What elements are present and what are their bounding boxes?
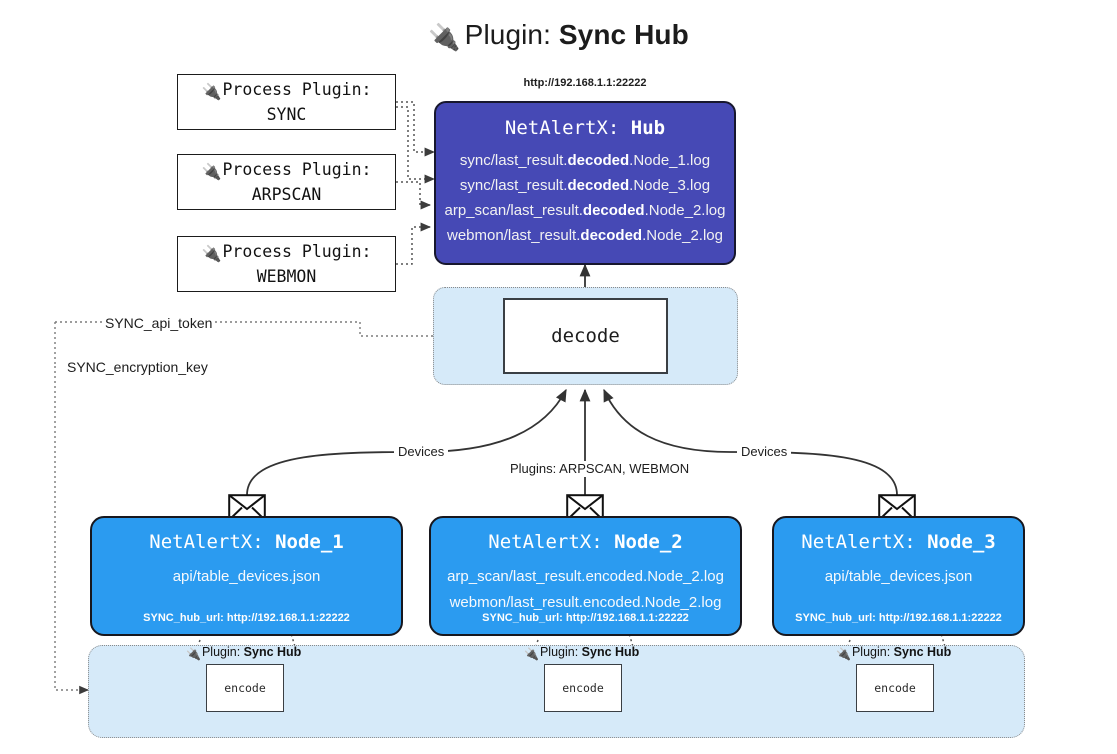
encode-caption-3: 🔌Plugin: Sync Hub [836,645,952,661]
sync-api-token-label: SYNC_api_token [102,315,216,332]
node-1-title-name: Node_1 [275,531,344,553]
hub-line: sync/last_result.decoded.Node_1.log [459,152,711,169]
plug-icon: 🔌 [428,22,461,52]
plug-icon: 🔌 [201,244,222,263]
plug-icon: 🔌 [186,647,201,661]
encode-label: encode [562,681,604,695]
decode-label: decode [551,325,620,347]
encode-box-3[interactable]: encode [856,664,934,712]
node-1-hub-url: SYNC_hub_url: http://192.168.1.1:22222 [143,612,350,624]
hub-node[interactable]: NetAlertX: Hub sync/last_result.decoded.… [434,101,736,265]
encode-label: encode [874,681,916,695]
node-2-hub-url: SYNC_hub_url: http://192.168.1.1:22222 [482,612,689,624]
node-3-title-name: Node_3 [927,531,996,553]
node-1-line-list: api/table_devices.json [92,564,401,590]
edge-label-plugins-center: Plugins: ARPSCAN, WEBMON [506,461,694,477]
process-plugin-arpscan-name: ARPSCAN [251,185,322,204]
process-plugin-arpscan[interactable]: 🔌Process Plugin: ARPSCAN [177,154,396,210]
encode-caption-1: 🔌Plugin: Sync Hub [186,645,302,661]
process-plugin-webmon-label: Process Plugin: [222,242,372,261]
page-title: 🔌Plugin: Sync Hub [0,18,1117,54]
process-plugin-sync-name: SYNC [266,105,307,124]
sync-encryption-key-label: SYNC_encryption_key [64,359,211,376]
process-plugin-arpscan-line1: 🔌Process Plugin: [202,158,372,183]
node-3-line-list: api/table_devices.json [774,564,1023,590]
node-1-title: NetAlertX: Node_1 [149,531,344,553]
process-plugin-arpscan-label: Process Plugin: [222,160,372,179]
node-line: arp_scan/last_result.encoded.Node_2.log [447,568,724,585]
node-3-hub-url: SYNC_hub_url: http://192.168.1.1:22222 [795,612,1002,624]
node-2-line-list: arp_scan/last_result.encoded.Node_2.log … [431,564,740,616]
decode-box[interactable]: decode [503,298,668,374]
encode-label: encode [224,681,266,695]
process-plugin-sync[interactable]: 🔌Process Plugin: SYNC [177,74,396,130]
node-3-title: NetAlertX: Node_3 [801,531,996,553]
node-2-title-name: Node_2 [614,531,683,553]
node-line: api/table_devices.json [172,568,321,585]
hub-line: sync/last_result.decoded.Node_3.log [459,177,711,194]
hub-title-prefix: NetAlertX: [504,117,631,139]
process-plugin-sync-label: Process Plugin: [222,80,372,99]
plug-icon: 🔌 [201,82,222,101]
page-title-lead: Plugin: [464,19,559,50]
encode-caption-2: 🔌Plugin: Sync Hub [524,645,640,661]
hub-title-name: Hub [630,117,666,139]
page-title-name: Sync Hub [558,19,689,50]
hub-title: NetAlertX: Hub [436,116,734,140]
encode-box-2[interactable]: encode [544,664,622,712]
process-plugin-webmon-line1: 🔌Process Plugin: [202,240,372,265]
node-card-node-1[interactable]: NetAlertX: Node_1 api/table_devices.json… [90,516,403,636]
node-card-node-2[interactable]: NetAlertX: Node_2 arp_scan/last_result.e… [429,516,742,636]
node-2-title: NetAlertX: Node_2 [488,531,683,553]
hub-line: arp_scan/last_result.decoded.Node_2.log [444,202,726,219]
edge-label-devices-left: Devices [394,444,449,460]
node-line: api/table_devices.json [824,568,973,585]
hub-line: webmon/last_result.decoded.Node_2.log [447,227,723,244]
process-plugin-webmon-name: WEBMON [256,267,317,286]
process-plugin-sync-line1: 🔌Process Plugin: [202,78,372,103]
hub-url-label: http://192.168.1.1:22222 [523,77,647,89]
plug-icon: 🔌 [836,647,851,661]
edge-label-devices-right: Devices [737,444,792,460]
encode-box-1[interactable]: encode [206,664,284,712]
process-plugin-webmon[interactable]: 🔌Process Plugin: WEBMON [177,236,396,292]
plug-icon: 🔌 [201,162,222,181]
plug-icon: 🔌 [524,647,539,661]
hub-line-list: sync/last_result.decoded.Node_1.log sync… [436,148,734,248]
node-line: webmon/last_result.encoded.Node_2.log [449,594,722,611]
node-card-node-3[interactable]: NetAlertX: Node_3 api/table_devices.json… [772,516,1025,636]
